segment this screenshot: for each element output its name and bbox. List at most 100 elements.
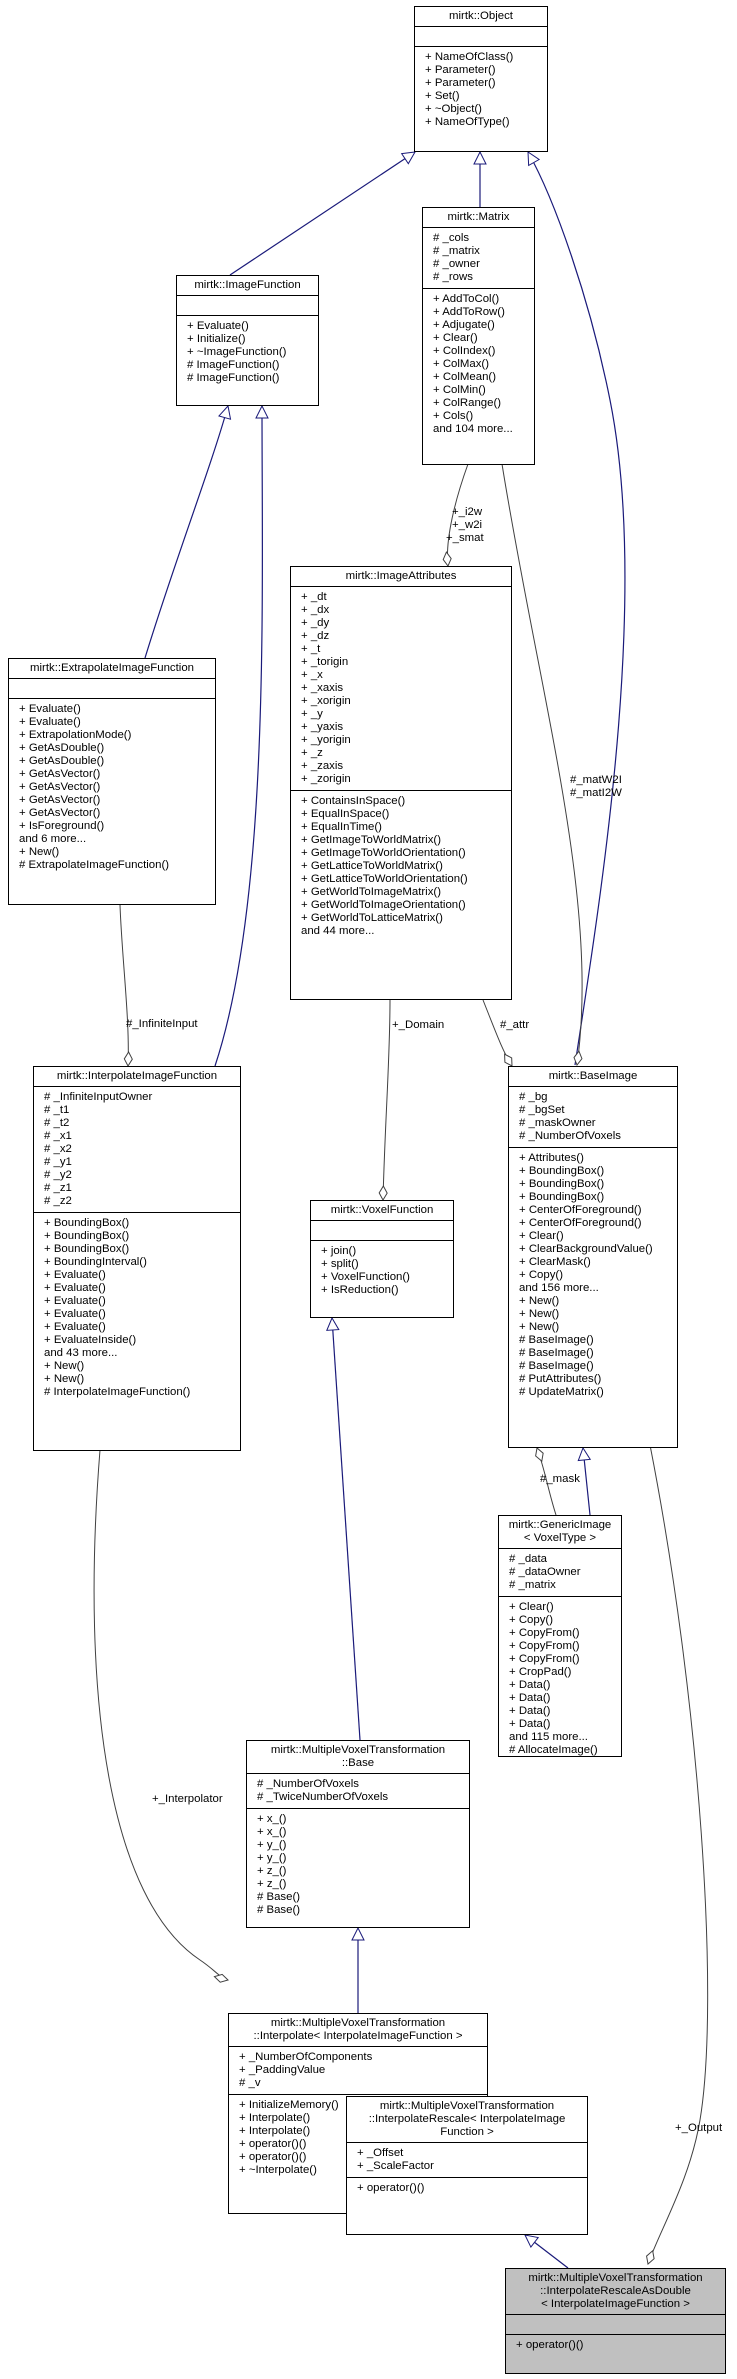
- method: + BoundingBox(): [44, 1243, 130, 1255]
- method: + ExtrapolationMode(): [19, 729, 132, 741]
- attribute: + _yorigin: [301, 734, 351, 746]
- method: + y_(): [257, 1839, 287, 1851]
- method: + ClearMask(): [519, 1256, 591, 1268]
- class-name: mirtk::MultipleVoxelTransformation: [270, 1744, 446, 1756]
- attribute: + _xaxis: [301, 682, 344, 694]
- method: + Data(): [509, 1718, 551, 1730]
- method-section: + BoundingBox() + BoundingBox() + Boundi…: [34, 1212, 240, 1403]
- method: + Attributes(): [519, 1152, 584, 1164]
- method: + split(): [321, 1258, 359, 1270]
- method: + GetAsVector(): [19, 807, 101, 819]
- class-name: mirtk::VoxelFunction: [330, 1204, 434, 1216]
- method: + operator()(): [516, 2339, 584, 2351]
- attribute: # _v: [239, 2077, 261, 2089]
- edge-baseimage-uses-genericimage: [535, 1447, 557, 1516]
- method: + GetLatticeToWorldOrientation(): [301, 873, 468, 885]
- class-name: mirtk::InterpolateImageFunction: [56, 1070, 218, 1082]
- method: + Evaluate(): [44, 1308, 106, 1320]
- class-matrix: mirtk::Matrix # _cols # _matrix # _owner…: [422, 207, 535, 465]
- attribute: + _torigin: [301, 656, 349, 668]
- method: + Evaluate(): [44, 1321, 106, 1333]
- attribute: # _x2: [44, 1143, 72, 1155]
- class-image-function: mirtk::ImageFunction + Evaluate() + Init…: [176, 275, 319, 406]
- class-name-template: < InterpolateImageFunction >: [541, 2298, 690, 2310]
- method: + ColIndex(): [433, 345, 496, 357]
- method: + Data(): [509, 1705, 551, 1717]
- method-section: + InitializeMemory() + Interpolate() + I…: [229, 2094, 487, 2181]
- method: + New(): [519, 1321, 560, 1333]
- class-object: mirtk::Object + NameOfClass() + Paramete…: [414, 6, 548, 152]
- attribute: # _y2: [44, 1169, 72, 1181]
- method: + ColMin(): [433, 384, 486, 396]
- method-section: + ContainsInSpace() + EqualInSpace() + E…: [291, 790, 511, 942]
- class-name: mirtk::BaseImage: [548, 1070, 638, 1082]
- attribute: + _t: [301, 643, 321, 655]
- class-title: mirtk::InterpolateImageFunction: [34, 1067, 240, 1086]
- attribute: + _x: [301, 669, 323, 681]
- method: + GetWorldToLatticeMatrix(): [301, 912, 443, 924]
- method: + CenterOfForeground(): [519, 1204, 642, 1216]
- method: + ColRange(): [433, 397, 502, 409]
- method: + NameOfClass(): [425, 51, 514, 63]
- method: + GetWorldToImageOrientation(): [301, 899, 466, 911]
- edge-label-domain: +_Domain: [392, 1019, 445, 1031]
- attribute: + _PaddingValue: [239, 2064, 326, 2076]
- class-image-attributes: mirtk::ImageAttributes + _dt + _dx + _dy…: [290, 566, 512, 1000]
- edge-label-mat-i2w: #_matI2W: [570, 787, 622, 799]
- method: + operator()(): [239, 2151, 307, 2163]
- attribute: + _NumberOfComponents: [239, 2051, 373, 2063]
- class-title: mirtk::ExtrapolateImageFunction: [9, 659, 215, 678]
- attribute-section: # _data # _dataOwner # _matrix: [499, 1548, 621, 1596]
- method: # InterpolateImageFunction(): [44, 1386, 191, 1398]
- class-name: mirtk::Object: [449, 10, 513, 22]
- method: + Clear(): [509, 1601, 554, 1613]
- attribute: + _dx: [301, 604, 330, 616]
- method: + CropPad(): [509, 1666, 572, 1678]
- attribute: # _TwiceNumberOfVoxels: [257, 1791, 389, 1803]
- class-name: mirtk::ExtrapolateImageFunction: [30, 662, 194, 674]
- edge-extrapolate-inherits-imagefunction: [144, 406, 228, 659]
- class-generic-image: mirtk::GenericImage < VoxelType > # _dat…: [498, 1515, 622, 1757]
- method: + GetAsVector(): [19, 794, 101, 806]
- class-title: mirtk::MultipleVoxelTransformation ::Int…: [506, 2269, 725, 2314]
- attribute: # _NumberOfVoxels: [519, 1130, 621, 1142]
- class-title: mirtk::MultipleVoxelTransformation ::Int…: [229, 2014, 487, 2046]
- method-section: + Clear() + Copy() + CopyFrom() + CopyFr…: [499, 1596, 621, 1761]
- attribute: + _yaxis: [301, 721, 344, 733]
- method: + BoundingInterval(): [44, 1256, 147, 1268]
- attribute-section: [311, 1220, 453, 1240]
- edge-baseimage-uses-imageattributes: [482, 999, 513, 1067]
- method: + Evaluate(): [44, 1295, 106, 1307]
- method: + BoundingBox(): [519, 1165, 605, 1177]
- class-name-scope: ::Base: [341, 1757, 375, 1769]
- class-mvt-interpolate-rescale-as-double: mirtk::MultipleVoxelTransformation ::Int…: [505, 2268, 726, 2374]
- edge-interpolate-inherits-imagefunction: [214, 406, 262, 1067]
- attribute-section: # _InfiniteInputOwner # _t1 # _t2 # _x1 …: [34, 1086, 240, 1212]
- attribute: # _rows: [433, 271, 473, 283]
- attribute: # _maskOwner: [519, 1117, 596, 1129]
- method: and 115 more...: [509, 1731, 588, 1743]
- edge-rescaledouble-uses-baseimage: [646, 1444, 709, 2265]
- attribute: # _data: [509, 1553, 548, 1565]
- method: and 44 more...: [301, 925, 375, 937]
- edge-genericimage-inherits-baseimage: [583, 1448, 590, 1516]
- method: + operator()(): [357, 2182, 425, 2194]
- method: + AddToCol(): [433, 293, 500, 305]
- attribute: # _t1: [44, 1104, 70, 1116]
- class-interpolate-image-function: mirtk::InterpolateImageFunction # _Infin…: [33, 1066, 241, 1451]
- class-base-image: mirtk::BaseImage # _bg # _bgSet # _maskO…: [508, 1066, 678, 1448]
- method: + Evaluate(): [19, 703, 81, 715]
- attribute-section: [177, 295, 318, 315]
- method: + z_(): [257, 1865, 287, 1877]
- method: + x_(): [257, 1813, 287, 1825]
- method: + Set(): [425, 90, 460, 102]
- method: + Cols(): [433, 410, 474, 422]
- method: + ~ImageFunction(): [187, 346, 287, 358]
- method: + New(): [19, 846, 60, 858]
- attribute-section: # _bg # _bgSet # _maskOwner # _NumberOfV…: [509, 1086, 677, 1147]
- method: + IsReduction(): [321, 1284, 399, 1296]
- attribute: + _dz: [301, 630, 330, 642]
- attribute: # _y1: [44, 1156, 72, 1168]
- method: + Interpolate(): [239, 2125, 311, 2137]
